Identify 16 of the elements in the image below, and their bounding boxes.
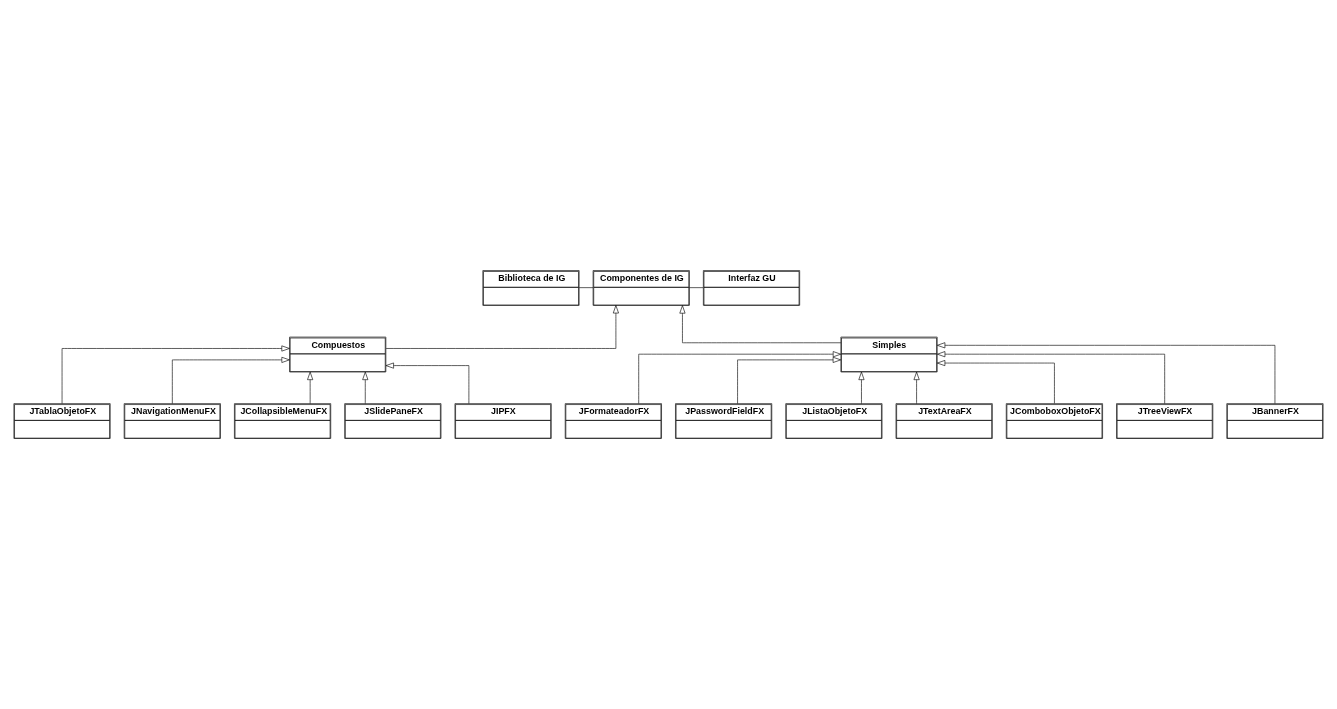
connector xyxy=(578,287,594,288)
connector xyxy=(689,287,704,288)
arrow xyxy=(858,371,865,404)
arrow xyxy=(679,305,842,344)
arrow xyxy=(937,351,1165,404)
arrow xyxy=(172,356,290,404)
arrow xyxy=(638,351,842,404)
arrow xyxy=(937,342,1276,404)
arrow xyxy=(737,356,841,404)
arrow xyxy=(385,305,619,349)
arrow xyxy=(307,371,314,404)
arrow xyxy=(362,371,369,404)
arrow xyxy=(913,371,920,404)
arrow xyxy=(385,362,470,404)
arrow xyxy=(61,345,290,404)
arrow xyxy=(937,360,1055,404)
